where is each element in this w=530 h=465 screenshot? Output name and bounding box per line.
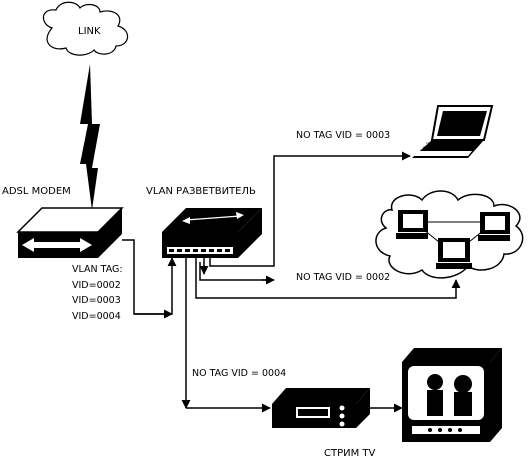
no-tag-0004-label: NO TAG VID = 0004	[192, 368, 287, 379]
link-vid-0003	[209, 151, 411, 267]
vlan-tag-label: VLAN TAG:	[72, 264, 123, 275]
vid-0004-label: VID=0004	[72, 311, 121, 322]
tv-icon	[402, 348, 502, 442]
no-tag-0003-label: NO TAG VID = 0003	[296, 130, 391, 141]
stream-tv-label: СТРИМ TV	[324, 448, 376, 459]
no-tag-0002-label: NO TAG VID = 0002	[296, 272, 391, 283]
modem-icon	[16, 207, 124, 258]
link-label: LINK	[78, 26, 101, 37]
set-top-box-icon	[272, 388, 370, 428]
lightning-icon	[80, 64, 100, 210]
vid-0002-label: VID=0002	[72, 280, 121, 291]
vlan-splitter-label: VLAN РАЗВЕТВИТЕЛЬ	[146, 186, 256, 197]
vid-0003-label: VID=0003	[72, 295, 121, 306]
link-vid-0002	[195, 258, 461, 299]
network-cloud-icon	[375, 190, 524, 279]
switch-icon	[162, 208, 262, 258]
adsl-modem-label: ADSL MODEM	[2, 186, 71, 197]
computer-icon	[396, 210, 428, 239]
connections	[122, 151, 461, 413]
laptop-icon	[412, 105, 494, 158]
cloud-icon	[42, 1, 129, 56]
computer-icon	[478, 212, 510, 241]
computer-icon	[436, 238, 472, 269]
